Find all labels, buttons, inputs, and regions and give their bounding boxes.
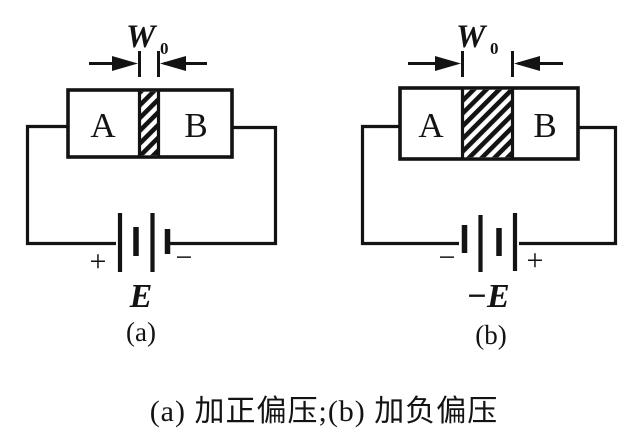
depletion-width-label-a: W xyxy=(126,19,158,55)
region-a-label: A xyxy=(418,106,444,145)
width-arrow-a xyxy=(89,51,207,77)
region-b-label: B xyxy=(533,106,556,145)
diagram-b: W 0 A B xyxy=(360,19,618,350)
polarity-plus-a: + xyxy=(90,245,107,278)
diagram-a: W 0 A B xyxy=(25,19,278,347)
figure-caption: (a) 加正偏压;(b) 加负偏压 xyxy=(150,395,499,428)
depletion-region-hatch-b xyxy=(462,89,513,158)
polarity-minus-a: − xyxy=(176,241,193,274)
depletion-region-hatch-a xyxy=(139,91,159,156)
depletion-width-subscript-b: 0 xyxy=(490,39,499,58)
depletion-width-subscript-a: 0 xyxy=(160,39,169,58)
semiconductor-block-b: A B xyxy=(398,86,580,161)
wire-right-b xyxy=(519,125,618,246)
emf-label-a: E xyxy=(129,278,153,315)
wire-right-a xyxy=(170,125,278,246)
width-arrow-left-head-icon xyxy=(435,56,461,71)
depletion-width-label-b: W xyxy=(456,19,488,55)
battery-symbol-a xyxy=(117,213,171,272)
width-arrow-left-head-icon xyxy=(112,56,138,71)
region-b-label: B xyxy=(184,106,207,145)
region-a-label: A xyxy=(90,106,116,145)
polarity-minus-b: − xyxy=(439,241,456,274)
polarity-plus-b: + xyxy=(527,244,544,277)
wire-left-b xyxy=(360,124,459,246)
subfigure-label-a: (a) xyxy=(126,317,156,347)
width-arrow-b xyxy=(408,51,563,77)
wire-left-a xyxy=(25,124,116,246)
battery-symbol-b xyxy=(461,213,518,272)
subfigure-label-b: (b) xyxy=(475,320,506,350)
emf-label-b: −E xyxy=(466,278,509,315)
semiconductor-block-a: A B xyxy=(66,88,234,159)
